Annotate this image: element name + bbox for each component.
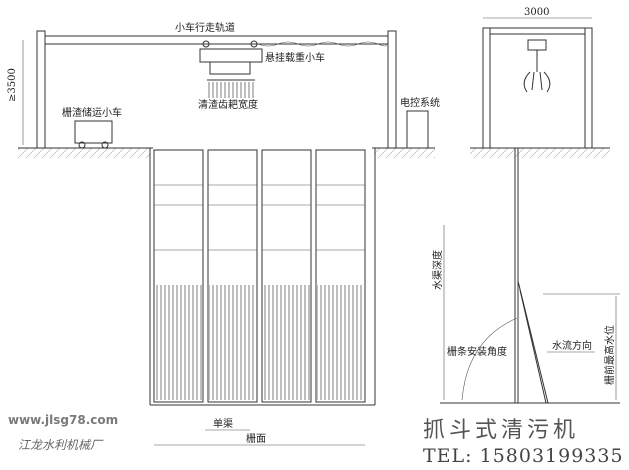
grate-panels (153, 149, 366, 403)
channel-pit: 单渠 栅面 (149, 148, 376, 446)
single-channel-label: 单渠 (213, 418, 233, 430)
grate-face-label: 栅面 (246, 432, 266, 445)
gantry-front: 小车行走轨道 ≥3500 (7, 21, 397, 149)
install-angle-label: 栅条安装角度 (447, 345, 507, 358)
debris-cart-label: 栅渣储运小车 (62, 106, 122, 119)
machine-title: 抓斗式清污机 (423, 418, 579, 443)
channel-depth-label: 水渠深度 (431, 250, 444, 290)
track-label: 小车行走轨道 (175, 21, 235, 34)
height-dimension: ≥3500 (7, 68, 18, 102)
debris-cart: 栅渣储运小车 (62, 106, 122, 149)
hoist-trolley: 悬挂载重小车 清渣齿耙宽度 (198, 40, 325, 111)
telephone: TEL: 15803199335 (423, 445, 624, 467)
width-dimension: 3000 (524, 7, 549, 18)
control-system-label: 电控系统 (400, 96, 440, 109)
watermark-url: www.jlsg78.com (8, 413, 118, 427)
max-water-level-label: 栅前最高水位 (603, 325, 616, 385)
side-section: 水渠深度 栅前最高水位 栅条安装角度 水流方向 (431, 148, 620, 404)
rake-width-label: 清渣齿耙宽度 (198, 98, 258, 111)
watermark-company: 江龙水利机械厂 (18, 438, 104, 452)
control-box: 电控系统 (400, 96, 440, 149)
flow-direction-label: 水流方向 (552, 339, 592, 352)
hoist-trolley-label: 悬挂载重小车 (265, 51, 325, 64)
gantry-side: 3000 (470, 7, 610, 158)
